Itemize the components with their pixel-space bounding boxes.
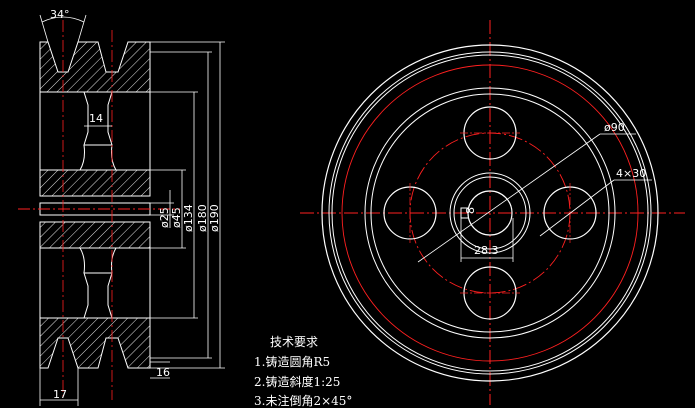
- upper-rim-section: [39, 41, 151, 93]
- requirement-1: 1.铸造圆角R5: [254, 354, 330, 369]
- front-view: ø90 4×30 28.3 8: [300, 20, 685, 405]
- technical-requirements: 技术要求 1.铸造圆角R5 2.铸造斜度1:25 3.未注倒角2×45°: [254, 335, 352, 408]
- keyway: [460, 207, 468, 219]
- dim-hub-dia: ø45: [170, 207, 183, 228]
- upper-hub-section: [39, 169, 151, 197]
- hub-outer-circle: [449, 172, 531, 254]
- groove-angle-label: 34°: [50, 8, 70, 21]
- keyway-width-label: 28.3: [474, 244, 499, 257]
- hub-width-label: 14: [89, 112, 103, 125]
- holes-count-dia-label: 4×30: [616, 167, 646, 180]
- bottom-width-label: 17: [53, 388, 67, 401]
- dim-outer-dia: ø190: [208, 204, 221, 232]
- bore-height-label: 8: [464, 207, 477, 214]
- web-outer-circle: [364, 87, 616, 339]
- groove-circle-2: [331, 54, 649, 372]
- bore-circle: [467, 190, 513, 236]
- section-view: 34° 14 ø25 ø45 ø134 ø180 ø190: [18, 8, 225, 406]
- lower-hub-section: [39, 221, 151, 249]
- requirement-2: 2.铸造斜度1:25: [254, 374, 340, 389]
- groove-pitch-label: 16: [156, 366, 170, 379]
- groove-circle-1: [328, 51, 652, 375]
- groove-bottom-circle: [341, 64, 639, 362]
- lower-rim-section: [39, 317, 151, 369]
- outer-rim-circle: [321, 44, 659, 382]
- dim-groove-dia: ø180: [196, 204, 209, 232]
- dim-web-dia: ø134: [182, 204, 195, 232]
- hub-inner-circle: [453, 176, 527, 250]
- web-outline-lower: [39, 247, 151, 318]
- dim-bore-dia: ø25: [158, 207, 171, 228]
- web-outline-upper: [39, 92, 151, 171]
- requirement-3: 3.未注倒角2×45°: [254, 393, 352, 408]
- lower-web-section: [83, 272, 113, 319]
- web-inner-circle: [370, 93, 610, 333]
- requirements-title: 技术要求: [270, 335, 318, 349]
- hole-circle-dia-label: ø90: [604, 121, 625, 134]
